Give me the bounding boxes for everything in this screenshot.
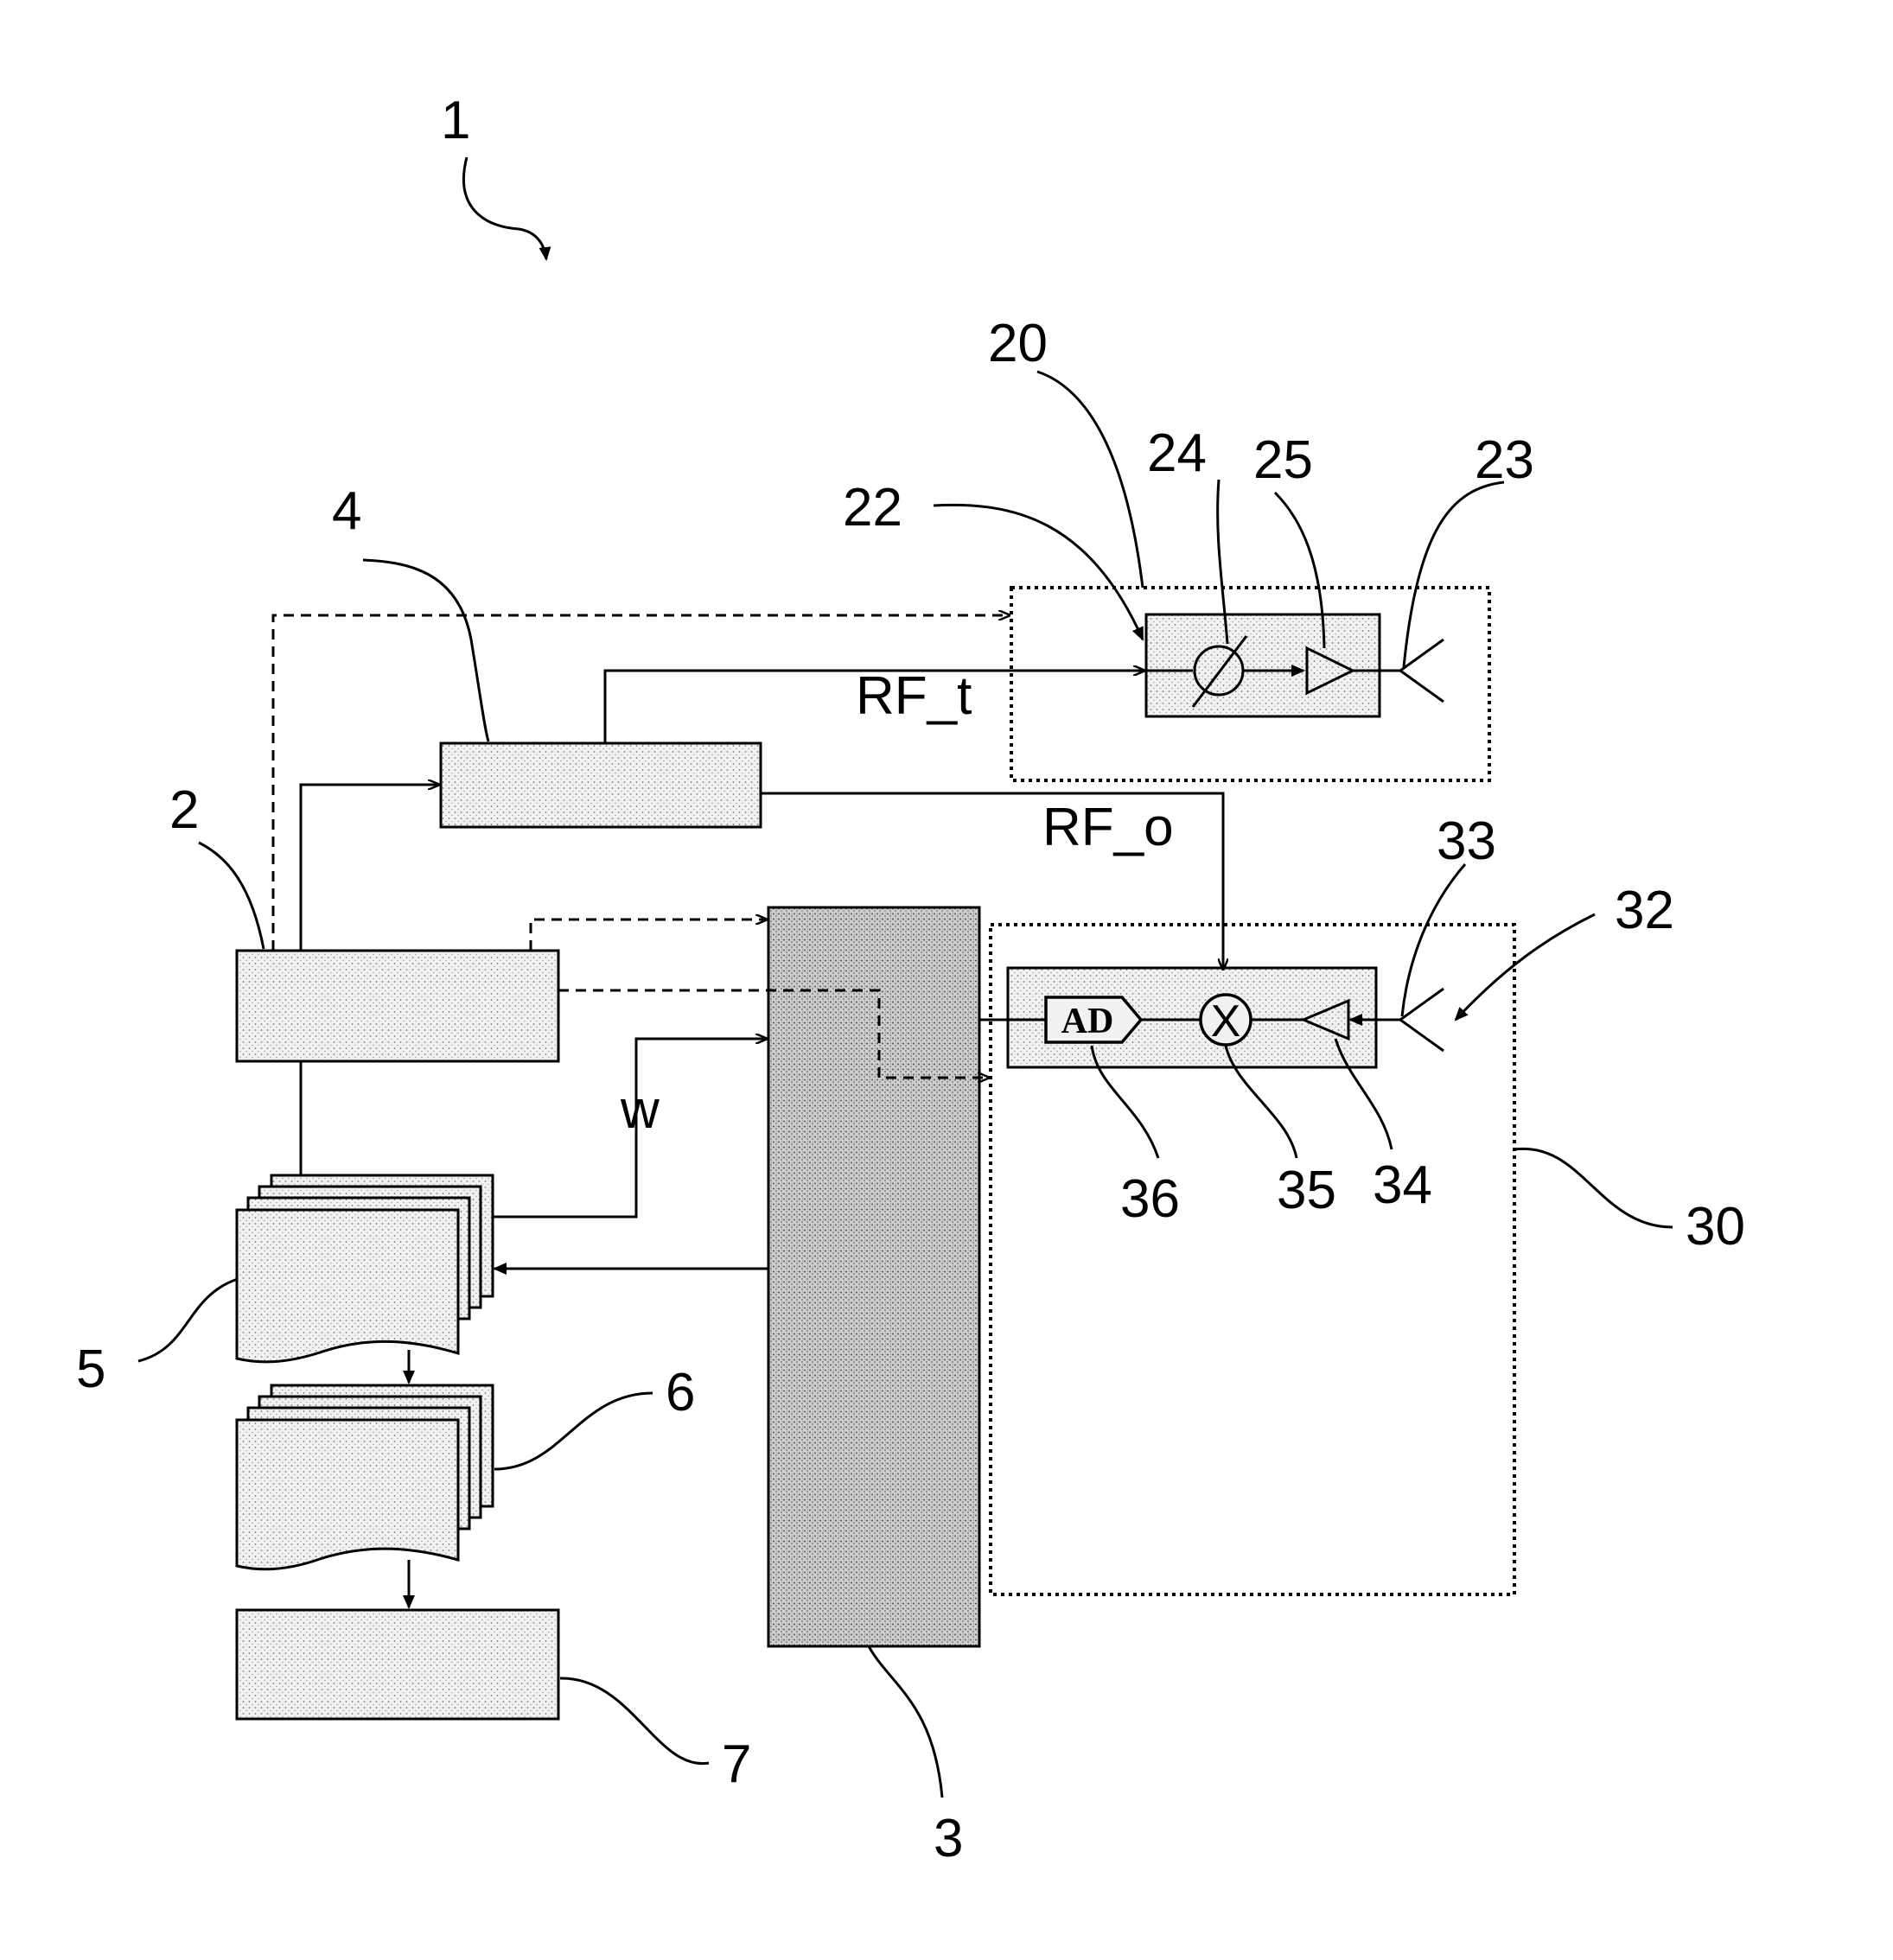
leader-20 <box>1037 372 1143 588</box>
label-2: 2 <box>169 780 199 840</box>
leader-6 <box>494 1393 653 1469</box>
dashed-controller-shared <box>531 920 767 951</box>
leader-33 <box>1402 864 1465 1016</box>
signal-w: w <box>620 1080 660 1140</box>
label-22: 22 <box>843 478 902 538</box>
leader-1 <box>463 157 546 259</box>
label-33: 33 <box>1437 811 1496 871</box>
label-23: 23 <box>1475 430 1534 490</box>
leader-3 <box>869 1646 942 1798</box>
rx-antenna-icon <box>1400 989 1444 1051</box>
leader-2 <box>199 843 264 949</box>
controller-block <box>237 951 558 1061</box>
adc-icon: AD <box>1046 997 1141 1042</box>
label-35: 35 <box>1277 1161 1336 1220</box>
label-7: 7 <box>722 1734 751 1794</box>
label-5: 5 <box>76 1340 105 1399</box>
label-25: 25 <box>1253 430 1313 490</box>
label-32: 32 <box>1615 881 1674 940</box>
signal-rf-o: RF_o <box>1042 798 1174 857</box>
generator-block <box>441 743 761 827</box>
label-24: 24 <box>1147 423 1207 483</box>
leader-22 <box>934 505 1143 640</box>
label-30: 30 <box>1686 1197 1745 1257</box>
shared-block <box>768 907 979 1646</box>
label-4: 4 <box>332 481 361 541</box>
adc-label: AD <box>1061 1002 1114 1041</box>
output-block <box>237 1610 558 1719</box>
stack-6 <box>237 1385 493 1569</box>
signal-rf-t: RF_t <box>856 666 972 726</box>
label-20: 20 <box>988 314 1048 373</box>
leader-32 <box>1456 914 1595 1020</box>
label-34: 34 <box>1373 1155 1432 1215</box>
leader-5 <box>138 1279 238 1361</box>
leader-7 <box>560 1678 709 1764</box>
mixer-label: X <box>1211 996 1241 1047</box>
leader-30 <box>1514 1149 1673 1227</box>
label-1: 1 <box>441 91 470 150</box>
label-3: 3 <box>934 1809 963 1868</box>
wire-controller-generator <box>301 785 439 951</box>
stack-5 <box>237 1175 493 1362</box>
leader-4 <box>363 560 488 741</box>
label-6: 6 <box>666 1363 695 1422</box>
mixer-icon: X <box>1201 995 1251 1047</box>
label-36: 36 <box>1120 1169 1180 1229</box>
